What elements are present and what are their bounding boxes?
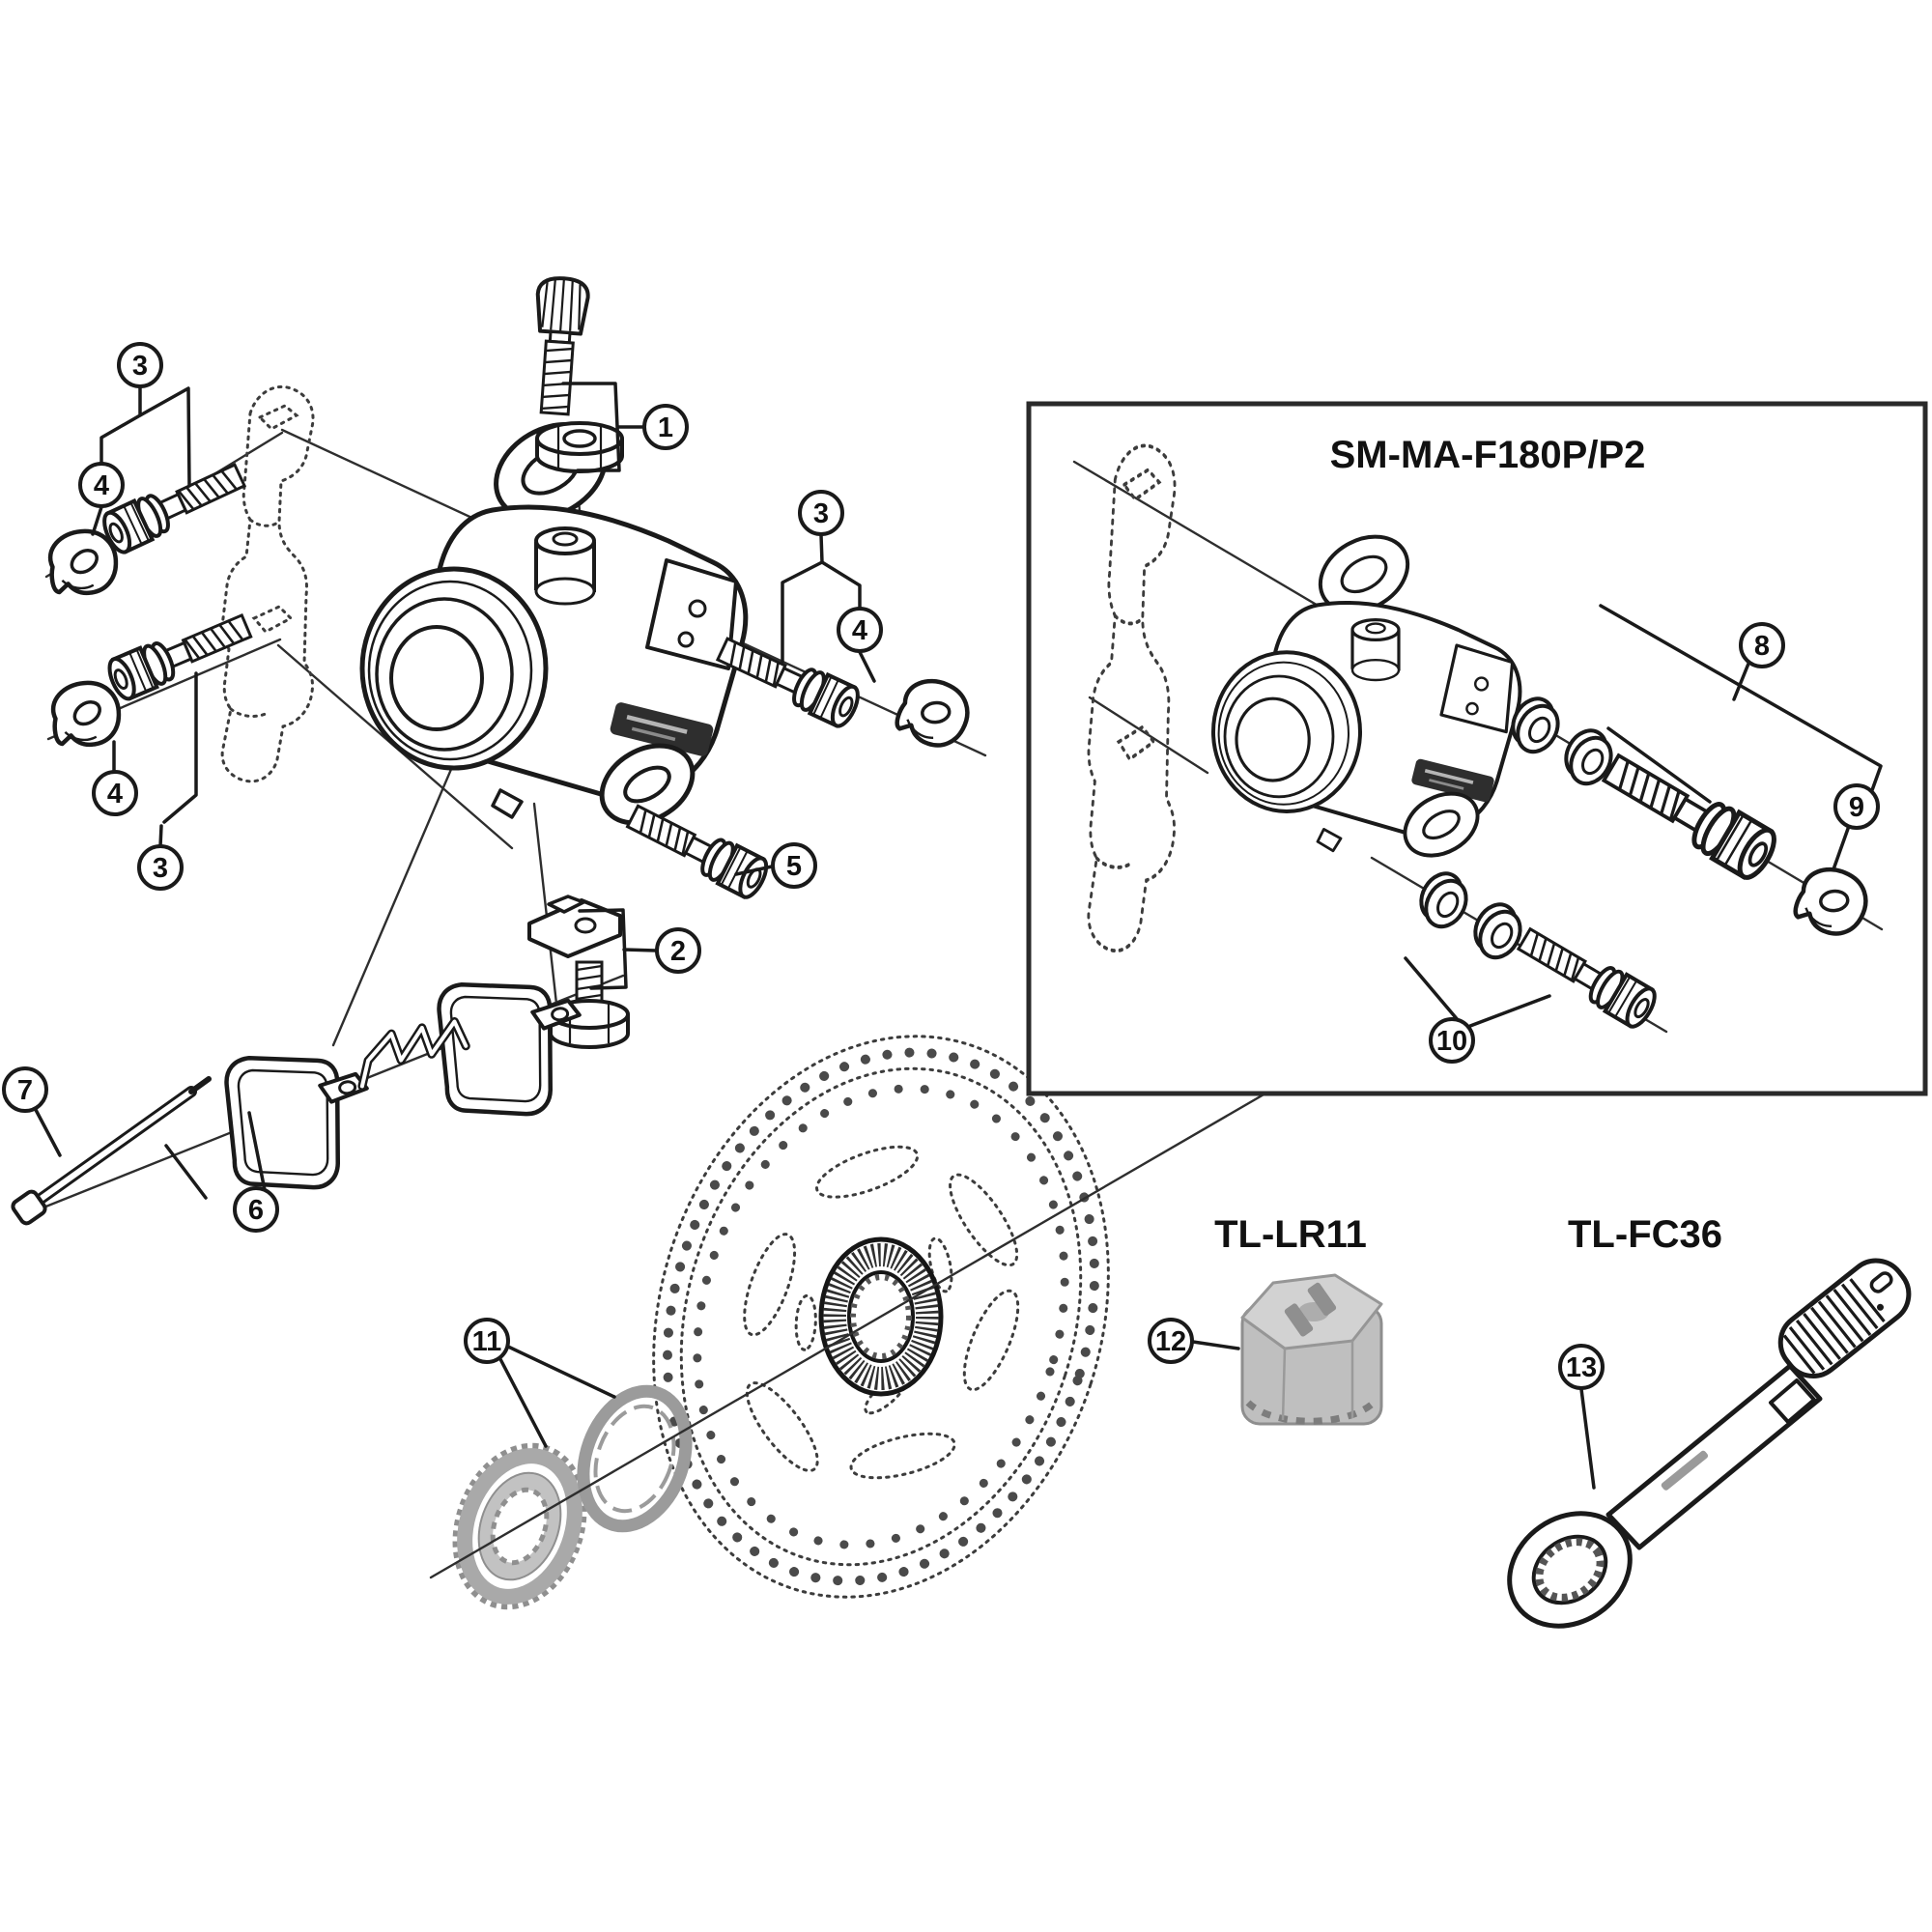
brake-rotor	[652, 1035, 1110, 1599]
wrench-tool	[1507, 1258, 1912, 1629]
callout-2: 2	[655, 927, 701, 974]
svg-text:3: 3	[132, 351, 148, 382]
svg-text:12: 12	[1155, 1326, 1186, 1357]
svg-text:9: 9	[1849, 792, 1864, 823]
lockring	[452, 1442, 587, 1610]
rotor-assembly	[429, 1035, 1327, 1610]
inset-title: SM-MA-F180P/P2	[1330, 434, 1646, 476]
brake-pad-left	[224, 1046, 377, 1196]
retainer-clip-right	[894, 675, 973, 751]
bracket-1	[561, 382, 645, 472]
callout-9: 9	[1833, 783, 1880, 830]
mount-adapter-main	[220, 384, 315, 783]
bracket-10	[1404, 956, 1551, 1028]
callout-3-right: 3	[798, 490, 844, 536]
callout-8: 8	[1739, 622, 1785, 668]
callout-11: 11	[464, 1318, 510, 1364]
svg-text:11: 11	[472, 1326, 502, 1357]
clamp-plate	[527, 895, 622, 958]
svg-text:6: 6	[248, 1195, 264, 1226]
svg-text:8: 8	[1754, 631, 1770, 662]
clamp-bolt	[549, 960, 630, 1049]
spline-washer	[577, 1384, 693, 1533]
callout-4-right: 4	[837, 607, 883, 653]
svg-text:4: 4	[94, 470, 109, 501]
brake-pad-right	[437, 973, 589, 1122]
callout-7: 7	[2, 1066, 48, 1113]
leader-7	[33, 1106, 62, 1157]
fixing-bolt-bottom-left	[104, 607, 254, 702]
callout-4-top-left: 4	[78, 462, 125, 508]
bracket-8	[1599, 604, 1883, 804]
leader-13	[1579, 1387, 1596, 1490]
adjuster-nut	[535, 421, 624, 473]
pad-spring	[357, 1017, 470, 1091]
bracket-3-right	[781, 533, 876, 683]
caliper-screw-5	[621, 795, 774, 903]
callout-1: 1	[642, 404, 689, 450]
svg-text:13: 13	[1566, 1352, 1597, 1383]
adjuster-bolt	[535, 276, 590, 416]
leader-9	[1832, 824, 1851, 871]
callout-10: 10	[1429, 1017, 1475, 1064]
callout-12: 12	[1148, 1318, 1194, 1364]
lockring-tool	[1240, 1273, 1383, 1426]
callouts: 1 2 3 4 4 3 3 4 5 6 7 8 9 10 11 12 13	[2, 342, 1880, 1390]
callout-6: 6	[233, 1186, 279, 1233]
svg-text:5: 5	[786, 851, 802, 882]
callout-5: 5	[771, 842, 817, 889]
bracket-6	[164, 1111, 267, 1200]
svg-text:3: 3	[813, 498, 829, 529]
svg-text:4: 4	[852, 615, 867, 646]
main-assembly	[11, 276, 987, 1226]
bracket-2	[578, 908, 658, 990]
svg-text:10: 10	[1436, 1026, 1467, 1057]
tools: TL-LR11 TL-FC36	[1191, 1213, 1912, 1629]
bracket-11	[498, 1345, 616, 1448]
leader-12	[1191, 1340, 1240, 1350]
pad-axle-pin	[11, 1076, 212, 1226]
leader-5	[734, 865, 774, 876]
tool-label-tl-lr11: TL-LR11	[1214, 1213, 1367, 1256]
callout-3-bottom-left: 3	[137, 844, 184, 891]
inset-assembly: SM-MA-F180P/P2	[1026, 401, 1928, 1096]
fixing-bolt-top-left	[97, 454, 251, 558]
svg-text:2: 2	[670, 936, 686, 967]
svg-text:7: 7	[17, 1075, 33, 1106]
callout-13: 13	[1558, 1344, 1605, 1390]
tool-label-tl-fc36: TL-FC36	[1568, 1213, 1722, 1256]
caliper-main	[362, 406, 746, 838]
svg-text:3: 3	[153, 853, 168, 884]
svg-text:1: 1	[658, 412, 673, 443]
rotor-axis-line	[429, 1057, 1327, 1579]
fixing-bolt-right	[711, 628, 866, 732]
callout-3-top-left: 3	[117, 342, 163, 388]
bracket-3-bottom-left	[112, 671, 198, 848]
bracket-3-top-left	[91, 385, 191, 536]
callout-4-bottom-left: 4	[92, 770, 138, 816]
svg-text:4: 4	[107, 779, 123, 810]
